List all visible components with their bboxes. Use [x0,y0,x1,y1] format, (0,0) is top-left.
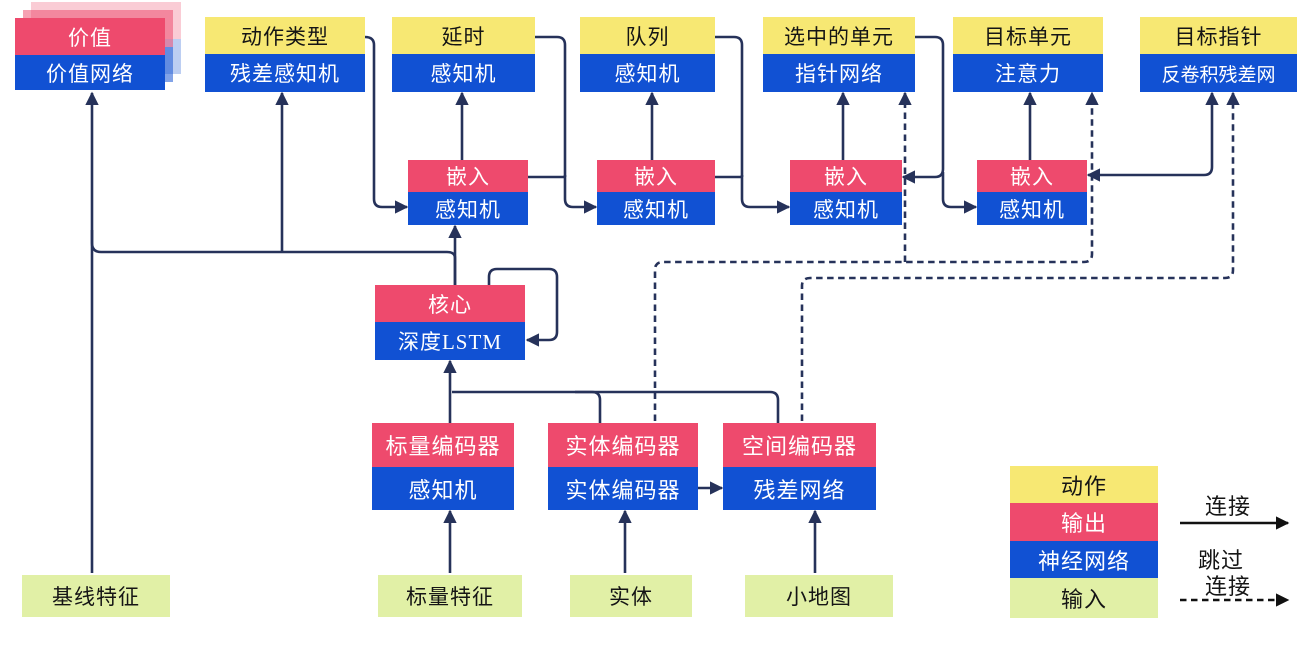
value-network-band: 价值网络 [15,55,165,90]
embedding-4-output-band: 嵌入 [977,160,1087,192]
embedding-3-network-band: 感知机 [790,192,902,225]
target-point-node: 目标指针 反卷积残差网 [1140,17,1297,92]
spatial-encoder-node: 空间编码器 残差网络 [723,423,876,510]
core-network-band: 深度LSTM [375,322,525,360]
queued-network-band: 感知机 [580,54,715,92]
edge-embed4-target-point-link [1086,91,1219,182]
embedding-1-node: 嵌入 感知机 [408,160,528,225]
scalar-encoder-network-band: 感知机 [372,467,514,510]
selected-units-network-band: 指针网络 [763,54,915,92]
target-point-network-band: 反卷积残差网 [1140,54,1297,92]
spatial-encoder-output-band: 空间编码器 [723,423,876,467]
skip-spatial-to-target-point [800,91,1240,421]
edge-join1-to-embed2 [563,175,598,214]
selected-units-action-band: 选中的单元 [763,17,915,54]
action-type-network-band: 残差感知机 [205,54,365,92]
embedding-2-node: 嵌入 感知机 [597,160,715,225]
edge-delay-down [535,35,567,177]
edge-selected-units-to-embed4 [941,172,978,214]
baseline-features-input: 基线特征 [22,575,170,617]
legend-connection-label: 连接 [1205,494,1252,519]
edge-core-recurrent-loop [487,267,559,347]
legend-skip-label-line2: 连接 [1205,574,1252,599]
skip-connections [653,91,1240,421]
target-point-action-band: 目标指针 [1140,17,1297,54]
edge-join2-to-embed3 [740,175,791,214]
value-node: 价值 价值网络 [15,18,165,90]
embedding-3-node: 嵌入 感知机 [790,160,902,225]
core-output-band: 核心 [375,285,525,322]
embedding-2-output-band: 嵌入 [597,160,715,192]
legend-output-swatch: 输出 [1010,503,1158,541]
edge-core-output-bus [90,230,457,285]
edge-spatial-encoder-bus [452,390,780,423]
embedding-1-output-band: 嵌入 [408,160,528,192]
entity-encoder-node: 实体编码器 实体编码器 [548,423,698,510]
value-label: 价值 [68,25,112,50]
edge-action-type-to-embed1 [364,35,409,214]
embedding-4-network-band: 感知机 [977,192,1087,225]
value-output-band: 价值 [15,18,165,55]
target-unit-action-band: 目标单元 [953,17,1103,54]
embedding-2-network-band: 感知机 [597,192,715,225]
legend-skip-label-line1: 跳过 [1198,548,1245,573]
delay-action-band: 延时 [392,17,535,54]
delay-network-band: 感知机 [392,54,535,92]
legend-network-swatch: 神经网络 [1010,541,1158,578]
entity-encoder-output-band: 实体编码器 [548,423,698,467]
entity-encoder-network-band: 实体编码器 [548,467,698,510]
embedding-4-node: 嵌入 感知机 [977,160,1087,225]
edge-selected-units-to-embed3 [901,35,945,184]
value-network-label: 价值网络 [46,61,134,86]
legend-input-swatch: 输入 [1010,578,1158,618]
scalar-features-input: 标量特征 [378,575,522,617]
action-type-node: 动作类型 残差感知机 [205,17,365,92]
legend-action-swatch: 动作 [1010,466,1158,503]
queued-action-band: 队列 [580,17,715,54]
target-unit-node: 目标单元 注意力 [953,17,1103,92]
edge-queued-down [715,35,744,177]
selected-units-node: 选中的单元 指针网络 [763,17,915,92]
solid-connections [85,35,1219,573]
scalar-encoder-output-band: 标量编码器 [372,423,514,467]
skip-entity-to-target-unit [653,91,1099,421]
delay-node: 延时 感知机 [392,17,535,92]
queued-node: 队列 感知机 [580,17,715,92]
legend-arrows [1180,516,1290,607]
target-unit-network-band: 注意力 [953,54,1103,92]
minimap-input: 小地图 [745,575,893,617]
embedding-3-output-band: 嵌入 [790,160,902,192]
edge-entity-encoder-bus [575,390,602,423]
embedding-1-network-band: 感知机 [408,192,528,225]
action-type-action-band: 动作类型 [205,17,365,54]
scalar-encoder-node: 标量编码器 感知机 [372,423,514,510]
entities-input: 实体 [570,575,692,617]
spatial-encoder-network-band: 残差网络 [723,467,876,510]
core-node: 核心 深度LSTM [375,285,525,360]
